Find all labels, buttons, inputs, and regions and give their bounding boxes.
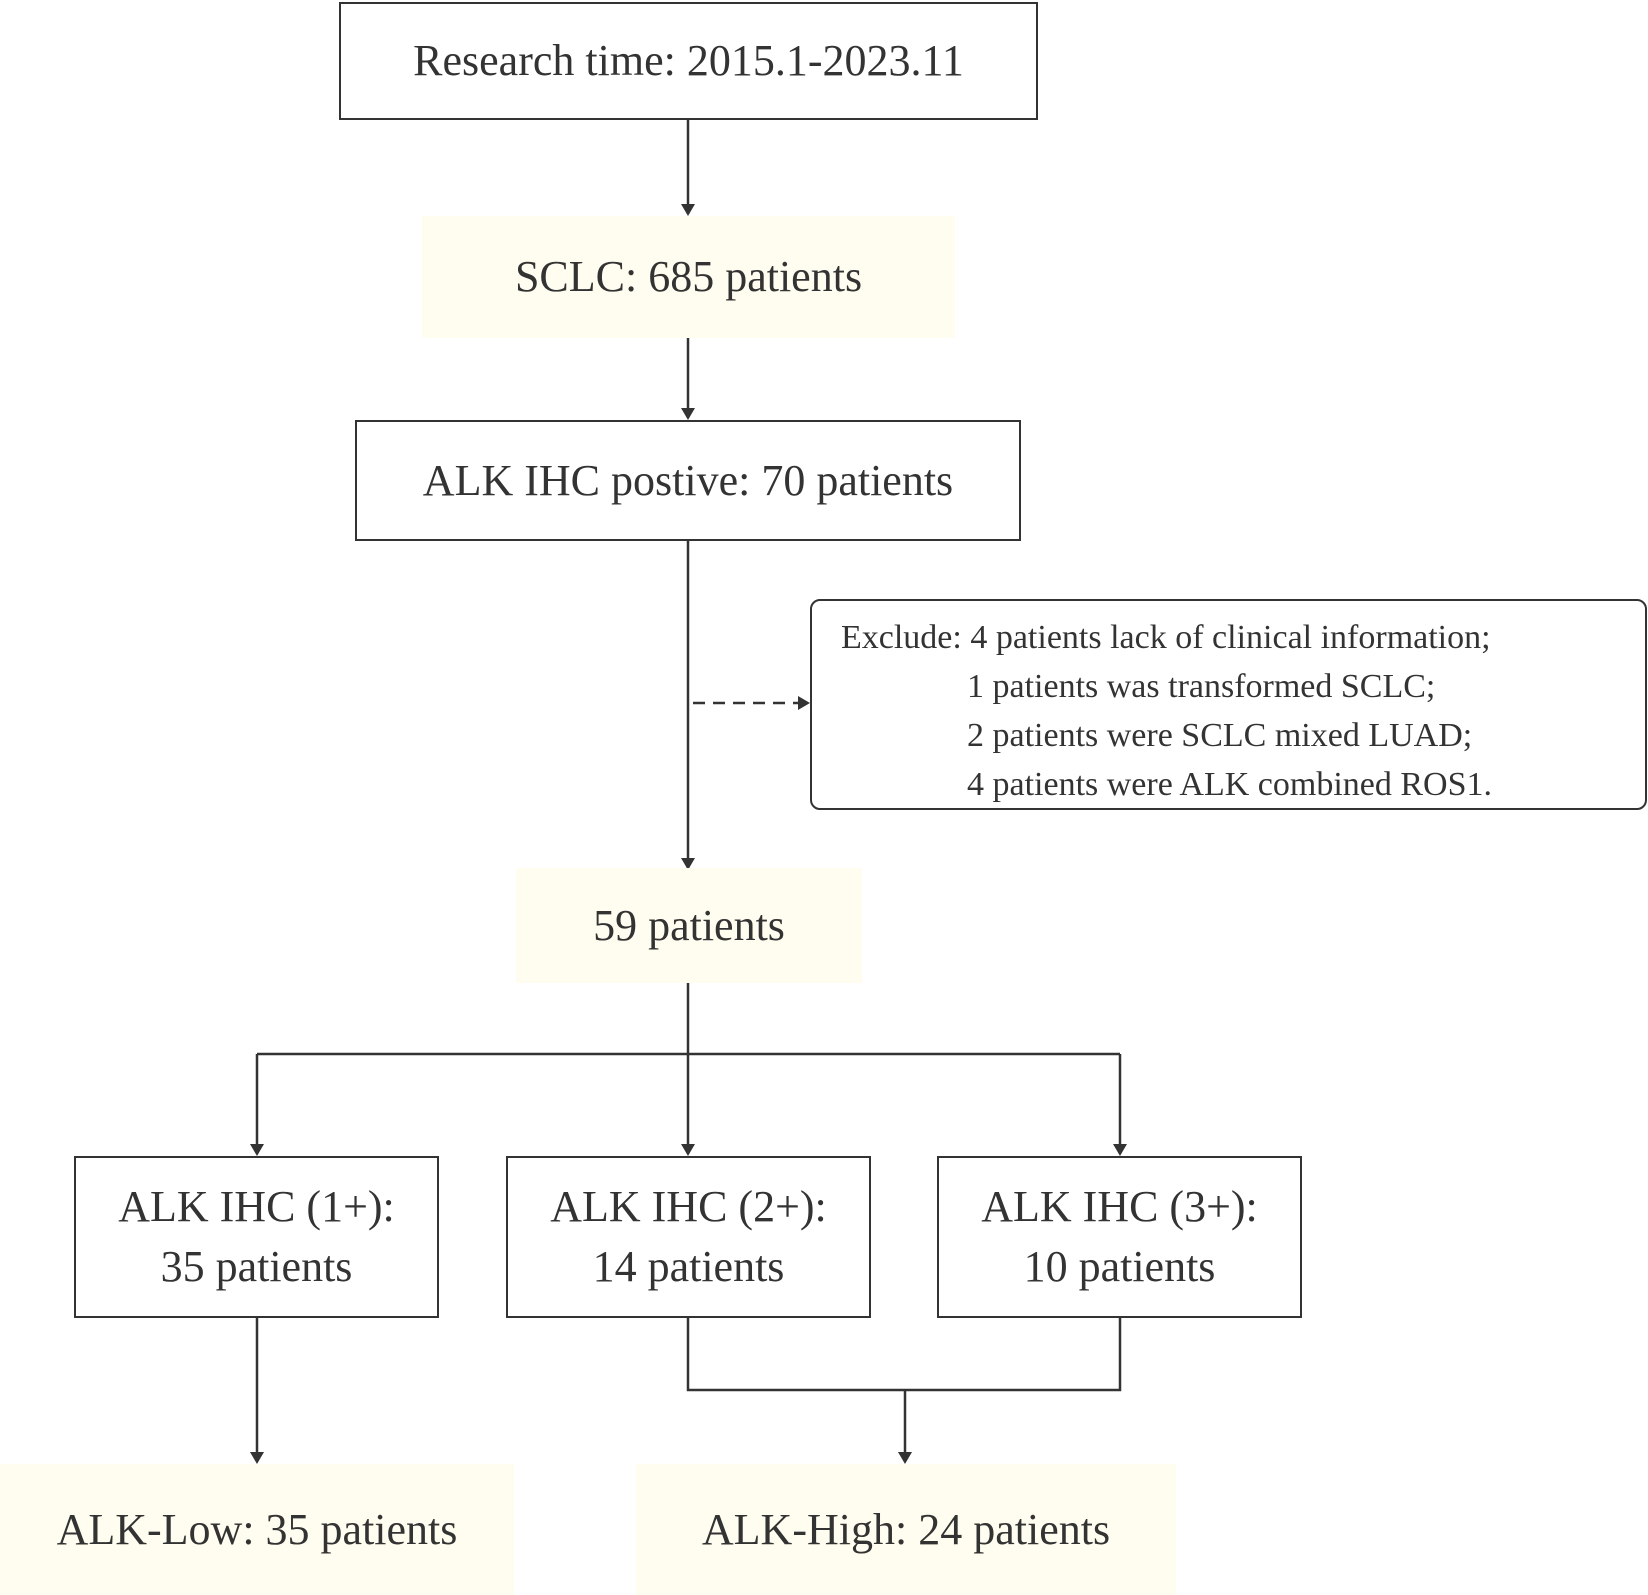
remaining-patients-box: 59 patients <box>516 868 862 983</box>
alk-ihc-positive-box: ALK IHC postive: 70 patients <box>355 420 1021 541</box>
remaining-patients-text: 59 patients <box>593 900 785 950</box>
ihc-3plus-label: ALK IHC (3+): <box>981 1182 1258 1231</box>
sclc-box: SCLC: 685 patients <box>422 216 955 338</box>
exclude-line-2: 1 patients was transformed SCLC; <box>967 668 1436 705</box>
alk-low-text: ALK-Low: 35 patients <box>56 1504 458 1554</box>
alk-high-text: ALK-High: 24 patients <box>701 1504 1111 1554</box>
research-time-box: Research time: 2015.1-2023.11 <box>339 2 1038 120</box>
ihc-3plus-box: ALK IHC (3+): 10 patients <box>937 1156 1302 1318</box>
research-time-text: Research time: 2015.1-2023.11 <box>413 36 964 85</box>
exclude-box: Exclude: 4 patients lack of clinical inf… <box>810 599 1647 810</box>
ihc-1plus-box: ALK IHC (1+): 35 patients <box>74 1156 439 1318</box>
ihc-2plus-count: 14 patients <box>592 1242 785 1291</box>
ihc-3plus-count: 10 patients <box>1023 1242 1216 1291</box>
sclc-text: SCLC: 685 patients <box>514 252 863 301</box>
alk-high-box: ALK-High: 24 patients <box>636 1464 1176 1595</box>
exclude-line-4: 4 patients were ALK combined ROS1. <box>967 766 1493 803</box>
alk-low-box: ALK-Low: 35 patients <box>0 1464 514 1595</box>
ihc-1plus-count: 35 patients <box>160 1242 353 1291</box>
ihc-1plus-label: ALK IHC (1+): <box>118 1182 395 1231</box>
ihc-2plus-box: ALK IHC (2+): 14 patients <box>506 1156 871 1318</box>
exclude-line-1: Exclude: 4 patients lack of clinical inf… <box>841 619 1491 656</box>
ihc-2plus-label: ALK IHC (2+): <box>550 1182 827 1231</box>
merge-2plus-3plus <box>686 1318 1122 1392</box>
exclude-line-3: 2 patients were SCLC mixed LUAD; <box>967 717 1473 754</box>
alk-ihc-positive-text: ALK IHC postive: 70 patients <box>422 455 954 505</box>
